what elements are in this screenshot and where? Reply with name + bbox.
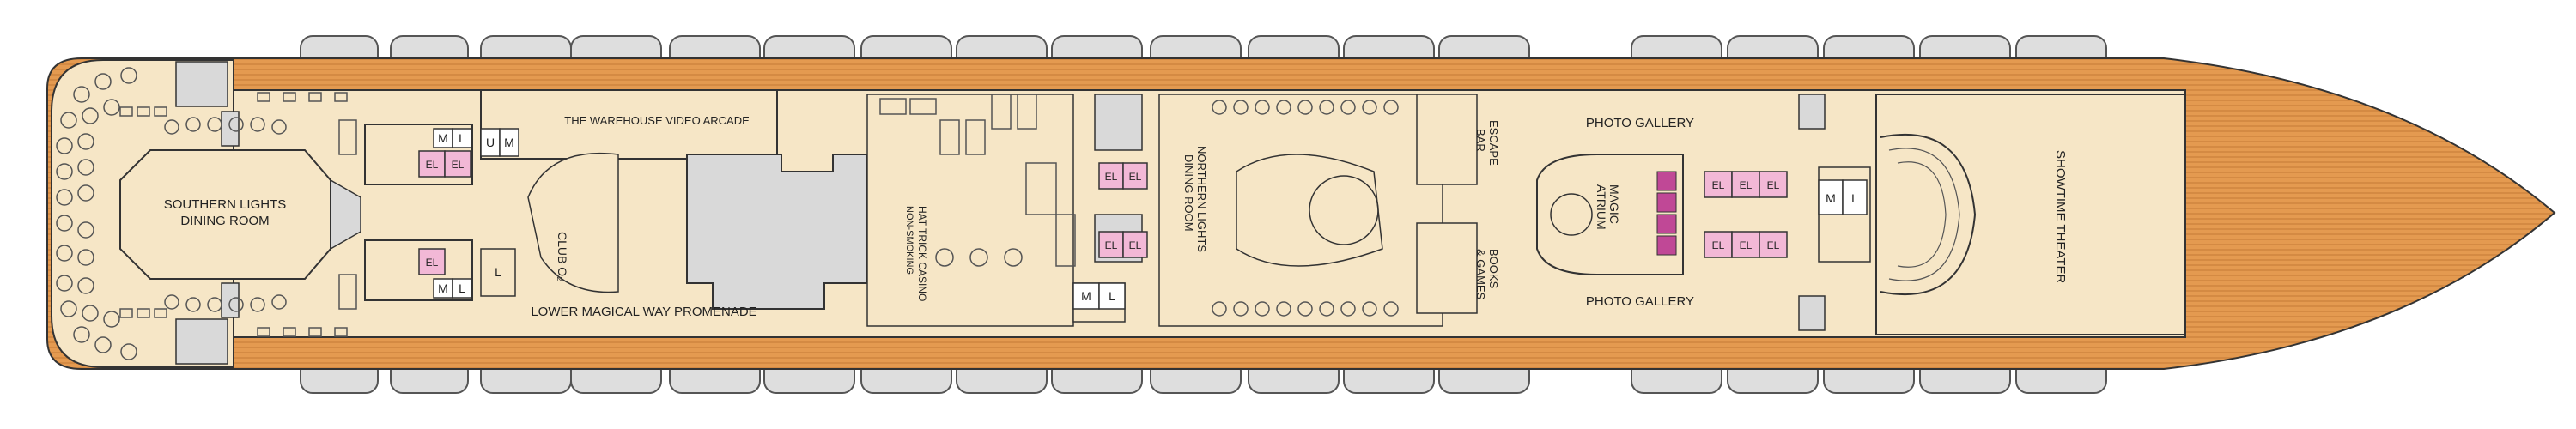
elevator-label: EL: [1740, 179, 1753, 191]
restroom-women-label: L: [1851, 191, 1858, 205]
atrium-elevator: [1656, 214, 1677, 234]
restrooms-um: U M L: [480, 128, 519, 297]
atrium-elevator: [1656, 235, 1677, 256]
club-o2: CLUB O₂: [527, 152, 619, 293]
aft-entrance-shapes: [330, 178, 361, 251]
aft-stairs: [175, 61, 240, 365]
showtime-theater: SHOWTIME THEATER: [1875, 94, 2186, 335]
elevator: [1098, 231, 1124, 258]
elevator-label: EL: [1712, 179, 1725, 191]
club-o2-label: CLUB O₂: [556, 232, 569, 281]
atrium-elevator: [1656, 171, 1677, 191]
southern-lights-label-1: SOUTHERN LIGHTS: [164, 197, 287, 212]
restroom-men-label: M: [438, 281, 448, 295]
elevator: [1098, 162, 1124, 190]
escape-bar-label-2: BAR: [1474, 129, 1487, 152]
books-and-games: BOOKS & GAMES: [1416, 222, 1500, 314]
elevator-label: EL: [1129, 239, 1142, 251]
restroom-women-label: L: [495, 265, 501, 279]
showtime-theater-label: SHOWTIME THEATER: [2053, 150, 2068, 283]
escape-bar-label-1: ESCAPE: [1487, 120, 1500, 166]
elevators-aft: EL EL EL: [418, 150, 471, 275]
elevator-label: EL: [1740, 239, 1753, 251]
restrooms-mid: M L: [1072, 282, 1126, 310]
elevator: [1704, 231, 1733, 258]
elevator-label: EL: [1767, 179, 1780, 191]
restroom-women-label: L: [459, 131, 465, 145]
southern-lights-tables: [164, 92, 357, 337]
books-games-label-1: BOOKS: [1487, 249, 1500, 289]
elevator-label: EL: [1129, 171, 1142, 183]
aft-tables: [56, 67, 167, 360]
restroom-men-label: M: [1081, 289, 1091, 303]
elevator-label: EL: [1712, 239, 1725, 251]
books-games-label-2: & GAMES: [1474, 249, 1487, 300]
elevators-mid: EL EL EL EL: [1098, 162, 1148, 258]
northern-lights-label-1: NORTHERN LIGHTS: [1195, 146, 1208, 252]
elevator: [1122, 231, 1148, 258]
photo-gallery-top-label: PHOTO GALLERY: [1586, 116, 1694, 130]
northern-lights-dining-room: NORTHERN LIGHTS DINING ROOM: [1158, 94, 1443, 327]
restroom-men-label: M: [504, 136, 514, 149]
elevator: [418, 248, 446, 275]
elevator-label: EL: [1105, 171, 1118, 183]
restroom-men-label: M: [1826, 191, 1836, 205]
magic-atrium: MAGIC ATRIUM: [1536, 154, 1684, 275]
elevator: [1122, 162, 1148, 190]
restroom-men-label: M: [438, 131, 448, 145]
casino-label-2: NON-SMOKING: [904, 206, 914, 275]
restroom-women-label: L: [459, 281, 465, 295]
southern-lights-label-2: DINING ROOM: [180, 214, 269, 228]
elevator: [1759, 231, 1788, 258]
restroom-women-label: L: [1109, 289, 1115, 303]
lower-promenade-label: LOWER MAGICAL WAY PROMENADE: [531, 305, 756, 319]
elevator-label: EL: [1105, 239, 1118, 251]
elevator: [444, 150, 471, 178]
elevator-label: EL: [426, 257, 439, 269]
casino-label-1: HAT TRICK CASINO: [916, 206, 928, 301]
elevator-label: EL: [426, 159, 439, 171]
elevator: [1731, 231, 1760, 258]
elevator-label: EL: [1767, 239, 1780, 251]
elevator: [1704, 171, 1733, 198]
southern-lights-dining-room: SOUTHERN LIGHTS DINING ROOM: [119, 149, 331, 280]
elevators-forward: EL EL EL EL EL EL: [1704, 171, 1788, 258]
arcade-area: THE WAREHOUSE VIDEO ARCADE: [480, 89, 778, 160]
elevator-label: EL: [452, 159, 465, 171]
warehouse-arcade-label: THE WAREHOUSE VIDEO ARCADE: [564, 114, 750, 127]
restroom-unisex-label: U: [486, 136, 495, 149]
atrium-elevator: [1656, 192, 1677, 213]
hat-trick-casino: HAT TRICK CASINO NON-SMOKING: [866, 94, 1076, 327]
stair-tower-forward: M L: [1798, 94, 1871, 331]
atrium-label-1: MAGIC: [1607, 184, 1621, 224]
escape-bar: ESCAPE BAR: [1416, 94, 1500, 185]
northern-lights-label-2: DINING ROOM: [1182, 154, 1195, 232]
atrium-label-2: ATRIUM: [1595, 184, 1608, 230]
elevator: [1759, 171, 1788, 198]
photo-gallery-bottom-label: PHOTO GALLERY: [1586, 294, 1694, 309]
